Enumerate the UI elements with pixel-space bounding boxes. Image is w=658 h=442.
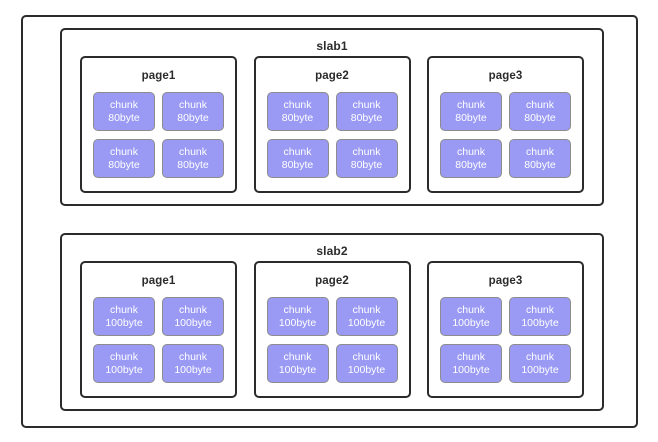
page-row: page1 chunk 80byte chunk 80byte chunk 80 bbox=[80, 56, 584, 193]
chunk-label: chunk bbox=[109, 303, 139, 316]
chunk-box: chunk 80byte bbox=[440, 92, 502, 131]
chunk-size: 100byte bbox=[347, 316, 386, 329]
slab-title: slab1 bbox=[316, 39, 348, 53]
chunk-box: chunk 80byte bbox=[509, 139, 571, 178]
chunk-box: chunk 80byte bbox=[440, 139, 502, 178]
chunk-size: 80byte bbox=[455, 111, 487, 124]
chunk-box: chunk 100byte bbox=[266, 297, 329, 336]
chunk-size: 100byte bbox=[105, 316, 143, 329]
page-title: page1 bbox=[141, 275, 176, 287]
chunk-size: 100byte bbox=[278, 363, 317, 376]
chunk-size: 100byte bbox=[174, 316, 212, 329]
chunk-box: chunk 80byte bbox=[93, 92, 155, 131]
chunk-label: chunk bbox=[525, 350, 555, 363]
chunk-grid: chunk 100byte chunk 100byte chunk 100byt… bbox=[93, 297, 224, 383]
chunk-label: chunk bbox=[109, 350, 139, 363]
chunk-label: chunk bbox=[456, 145, 486, 158]
chunk-box: chunk 80byte bbox=[266, 92, 329, 131]
chunk-label: chunk bbox=[456, 303, 486, 316]
chunk-label: chunk bbox=[283, 350, 312, 363]
page-title: page3 bbox=[488, 275, 523, 287]
chunk-label: chunk bbox=[283, 303, 312, 316]
page-box-1: page1 chunk 80byte chunk 80byte chunk 80 bbox=[80, 56, 237, 193]
chunk-label: chunk bbox=[178, 350, 208, 363]
slab-container-1: slab1 page1 chunk 80byte chunk 80byte bbox=[60, 28, 604, 206]
chunk-box: chunk 100byte bbox=[509, 344, 571, 383]
page-row: page1 chunk 100byte chunk 100byte chunk bbox=[80, 261, 584, 398]
chunk-label: chunk bbox=[456, 350, 486, 363]
chunk-box: chunk 100byte bbox=[93, 297, 155, 336]
page-box-3: page3 chunk 80byte chunk 80byte chunk 80 bbox=[427, 56, 584, 193]
chunk-size: 80byte bbox=[524, 111, 556, 124]
chunk-label: chunk bbox=[352, 303, 381, 316]
chunk-label: chunk bbox=[352, 145, 381, 158]
memory-outer-container: slab1 page1 chunk 80byte chunk 80byte bbox=[21, 15, 638, 428]
chunk-box: chunk 80byte bbox=[162, 139, 224, 178]
chunk-label: chunk bbox=[283, 98, 312, 111]
page-title: page3 bbox=[488, 70, 523, 82]
chunk-size: 80byte bbox=[281, 111, 314, 124]
chunk-label: chunk bbox=[525, 303, 555, 316]
chunk-box: chunk 100byte bbox=[93, 344, 155, 383]
chunk-box: chunk 100byte bbox=[440, 297, 502, 336]
chunk-box: chunk 100byte bbox=[266, 344, 329, 383]
page-box-2: page2 chunk 100byte chunk 100byte chunk bbox=[253, 261, 411, 398]
chunk-size: 100byte bbox=[347, 363, 386, 376]
chunk-box: chunk 100byte bbox=[440, 344, 502, 383]
chunk-size: 80byte bbox=[177, 158, 209, 171]
chunk-box: chunk 100byte bbox=[162, 297, 224, 336]
chunk-box: chunk 80byte bbox=[509, 92, 571, 131]
chunk-label: chunk bbox=[178, 303, 208, 316]
chunk-size: 80byte bbox=[281, 158, 314, 171]
chunk-label: chunk bbox=[525, 145, 555, 158]
chunk-label: chunk bbox=[178, 98, 208, 111]
chunk-size: 80byte bbox=[350, 158, 383, 171]
chunk-size: 100byte bbox=[521, 363, 559, 376]
chunk-box: chunk 100byte bbox=[509, 297, 571, 336]
chunk-size: 80byte bbox=[524, 158, 556, 171]
chunk-box: chunk 80byte bbox=[335, 139, 398, 178]
chunk-label: chunk bbox=[525, 98, 555, 111]
chunk-label: chunk bbox=[456, 98, 486, 111]
chunk-box: chunk 80byte bbox=[93, 139, 155, 178]
chunk-box: chunk 80byte bbox=[162, 92, 224, 131]
chunk-size: 80byte bbox=[455, 158, 487, 171]
page-title: page2 bbox=[315, 275, 349, 287]
chunk-size: 100byte bbox=[452, 363, 490, 376]
page-title: page2 bbox=[315, 70, 349, 82]
chunk-size: 80byte bbox=[350, 111, 383, 124]
page-box-1: page1 chunk 100byte chunk 100byte chunk bbox=[80, 261, 237, 398]
page-title: page1 bbox=[141, 70, 176, 82]
chunk-label: chunk bbox=[109, 98, 139, 111]
chunk-size: 100byte bbox=[174, 363, 212, 376]
chunk-box: chunk 100byte bbox=[335, 297, 398, 336]
chunk-size: 80byte bbox=[108, 158, 140, 171]
chunk-size: 80byte bbox=[177, 111, 209, 124]
chunk-size: 100byte bbox=[521, 316, 559, 329]
chunk-grid: chunk 100byte chunk 100byte chunk 100byt… bbox=[440, 297, 571, 383]
chunk-grid: chunk 80byte chunk 80byte chunk 80byte bbox=[93, 92, 224, 178]
chunk-label: chunk bbox=[283, 145, 312, 158]
chunk-box: chunk 100byte bbox=[335, 344, 398, 383]
chunk-label: chunk bbox=[109, 145, 139, 158]
slab-title: slab2 bbox=[316, 244, 348, 258]
chunk-size: 100byte bbox=[452, 316, 490, 329]
slab-container-2: slab2 page1 chunk 100byte chunk 100byte bbox=[60, 233, 604, 411]
chunk-box: chunk 80byte bbox=[266, 139, 329, 178]
page-box-3: page3 chunk 100byte chunk 100byte chunk bbox=[427, 261, 584, 398]
chunk-box: chunk 100byte bbox=[162, 344, 224, 383]
page-box-2: page2 chunk 80byte chunk 80byte chunk 80 bbox=[253, 56, 411, 193]
chunk-label: chunk bbox=[352, 98, 381, 111]
chunk-label: chunk bbox=[178, 145, 208, 158]
chunk-label: chunk bbox=[352, 350, 381, 363]
chunk-size: 100byte bbox=[278, 316, 317, 329]
chunk-size: 80byte bbox=[108, 111, 140, 124]
chunk-size: 100byte bbox=[105, 363, 143, 376]
chunk-grid: chunk 100byte chunk 100byte chunk 100byt… bbox=[266, 297, 398, 383]
chunk-box: chunk 80byte bbox=[335, 92, 398, 131]
chunk-grid: chunk 80byte chunk 80byte chunk 80byte bbox=[266, 92, 398, 178]
chunk-grid: chunk 80byte chunk 80byte chunk 80byte bbox=[440, 92, 571, 178]
